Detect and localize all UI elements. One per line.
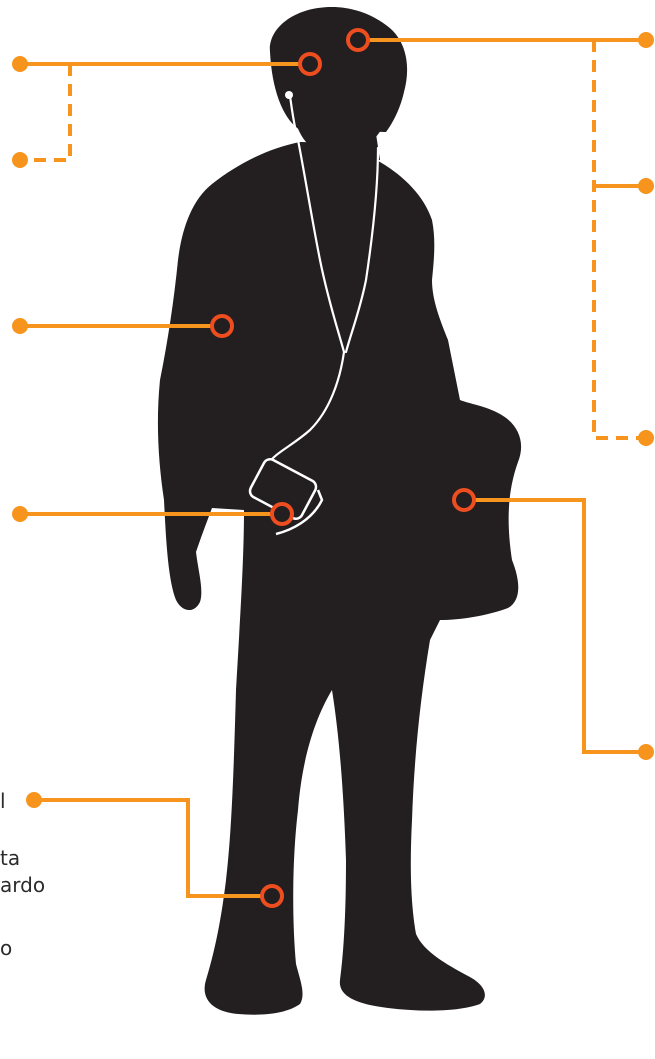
callout-dot — [638, 744, 654, 760]
label-fragment: o — [0, 938, 12, 958]
callout-dot — [12, 506, 28, 522]
marker-ring-arm — [212, 316, 232, 336]
callout-dot — [26, 792, 42, 808]
body — [158, 142, 521, 1015]
callout-dot — [638, 32, 654, 48]
callout-dot — [12, 318, 28, 334]
marker-ring-pocket — [272, 504, 292, 524]
label-fragment: ta — [0, 848, 20, 868]
marker-ring-head — [348, 30, 368, 50]
marker-ring-headphones — [300, 54, 320, 74]
marker-ring-leg — [262, 886, 282, 906]
callout-line-head-branch — [594, 40, 646, 438]
callout-dot — [638, 178, 654, 194]
label-fragment: ardo — [0, 875, 45, 895]
marker-ring-bag — [454, 490, 474, 510]
callout-line-headphones-branch — [20, 64, 70, 160]
earbud — [285, 91, 293, 99]
label-fragment: l — [0, 791, 6, 811]
callout-dot — [638, 430, 654, 446]
callout-dot — [12, 56, 28, 72]
callout-dot — [12, 152, 28, 168]
